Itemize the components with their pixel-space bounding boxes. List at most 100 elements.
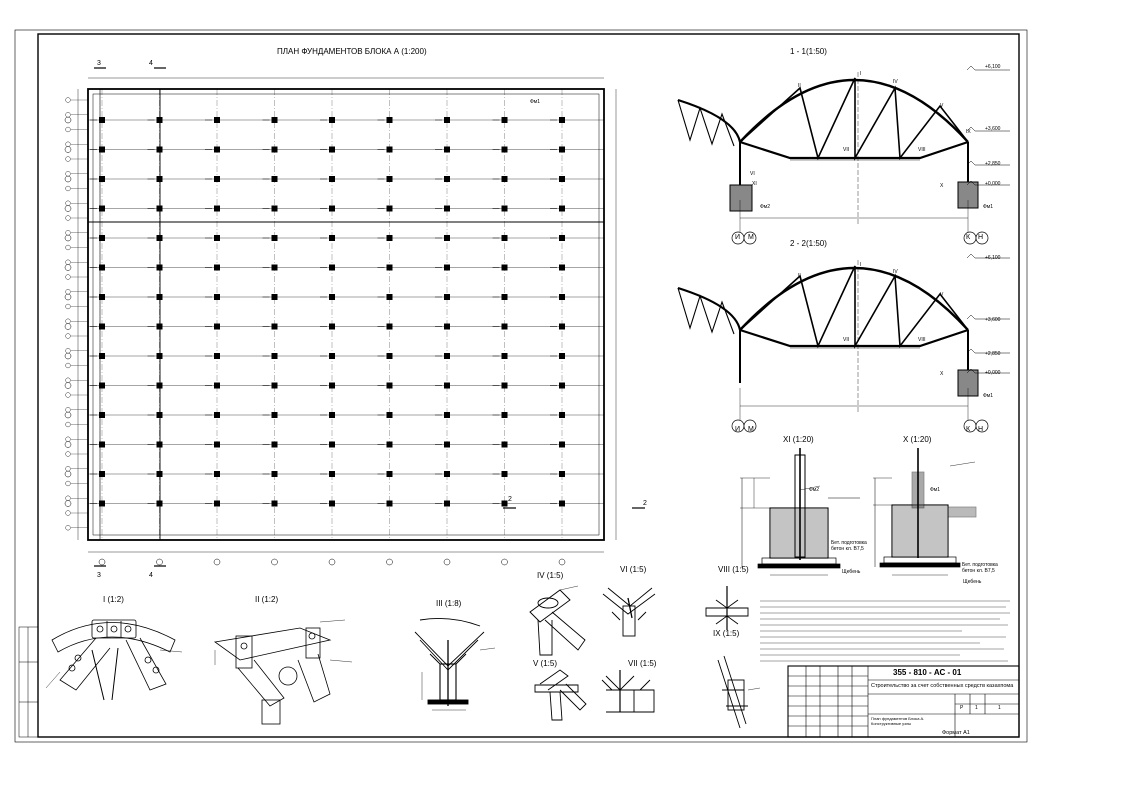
plan-foundation-pad xyxy=(501,441,508,448)
plan-axis-row-marker xyxy=(64,264,72,271)
plan-axis-sub-marker xyxy=(65,274,71,280)
plan-foundation-pad xyxy=(559,264,565,271)
plan-foundation-pad xyxy=(329,205,335,212)
section-axis-bubble xyxy=(743,419,757,433)
plan-foundation-pad xyxy=(271,235,278,241)
sec2-axis-m: М xyxy=(748,426,754,433)
plan-foundation-pad xyxy=(329,117,335,123)
plan-foundation-pad xyxy=(214,471,220,477)
plan-foundation-pad xyxy=(329,382,335,389)
plan-foundation-pad xyxy=(214,117,220,123)
detail-v-title: V (1:5) xyxy=(533,659,558,668)
plan-axis-row-marker xyxy=(64,441,72,448)
plan-foundation-pad xyxy=(501,500,508,507)
plan-foundation-pad xyxy=(559,176,565,182)
plan-foundation-pad xyxy=(99,353,105,359)
plan-axis-sub-marker xyxy=(65,244,71,251)
title-block xyxy=(787,665,1020,738)
plan-foundation-pad xyxy=(271,205,278,212)
plan-axis-row-marker xyxy=(64,470,72,478)
plan-foundation-pad xyxy=(99,412,105,418)
detail-ii-drawing xyxy=(213,619,353,725)
plan-foundation-pad xyxy=(444,471,450,477)
plan-axis-row-marker xyxy=(64,382,72,389)
sec2-label-x: X xyxy=(940,371,944,377)
sec2-level-6100: +6,100 xyxy=(985,255,1001,261)
truss-bottom-chord xyxy=(739,328,969,348)
plan-foundation-pad xyxy=(271,471,278,477)
plan-foundation-pad xyxy=(99,471,105,477)
detail-iv-title: IV (1:5) xyxy=(537,571,564,580)
plan-foundation-pad xyxy=(329,412,335,418)
plan-foundation-pad xyxy=(156,353,163,359)
plan-foundation-pad xyxy=(444,412,450,418)
plan-axis-row-marker xyxy=(64,116,72,124)
plan-axis-sub-marker xyxy=(65,126,71,133)
plan-foundation-pad xyxy=(559,117,565,123)
plan-foundation-pad xyxy=(271,117,278,123)
plan-foundation-pad xyxy=(271,353,278,359)
sec1-label-viii: VIII xyxy=(918,147,926,153)
plan-foundation-pad xyxy=(444,264,450,271)
plan-foundation-pad xyxy=(214,176,220,182)
detail-x xyxy=(873,448,977,576)
sec1-label-vii: VII xyxy=(843,147,850,153)
cut-mark-3-top: 3 xyxy=(97,60,101,67)
section-axis-bubble xyxy=(743,231,757,245)
cut-mark-4-bottom: 4 xyxy=(149,572,153,579)
notes-block xyxy=(760,600,1010,662)
plan-foundation-pad xyxy=(271,294,278,300)
level-mark xyxy=(966,126,1010,132)
plan-foundation-pad xyxy=(501,146,508,153)
plan-foundation-pad xyxy=(156,117,163,123)
sec2-label-iv: IV xyxy=(893,269,898,275)
plan-foundation-pad xyxy=(214,235,220,241)
plan-foundation-pad xyxy=(329,500,335,507)
plan-foundation-pad xyxy=(559,205,565,212)
truss-left-web xyxy=(677,99,735,147)
sec2-label-viii: VIII xyxy=(918,337,926,343)
plan-axis-sub-marker xyxy=(65,200,71,206)
plan-axis-col-marker xyxy=(213,558,221,566)
plan-axis-sub-marker xyxy=(65,171,71,177)
plan-outline xyxy=(87,88,605,541)
sec1-level-0000: +0,000 xyxy=(985,181,1001,187)
plan-foundation-pad xyxy=(444,176,450,182)
title-block-code: 355 - 810 - АС - 01 xyxy=(893,668,962,677)
plan-foundation-pad xyxy=(386,500,393,507)
detail-ix-drawing xyxy=(705,586,749,630)
plan-foundation-pad xyxy=(214,353,220,359)
plan-foundation-pad xyxy=(444,323,450,330)
plan-inner-outline xyxy=(92,93,600,536)
plan-foundation-pad xyxy=(386,471,393,477)
section-axis-bubble xyxy=(975,231,989,245)
plan-foundation-pad xyxy=(559,471,565,477)
title-block-project: Строительство за счет собственных средст… xyxy=(871,683,1014,689)
plan-foundation-pad xyxy=(329,471,335,477)
plan-foundation-pad xyxy=(386,117,393,123)
plan-axis-col-marker xyxy=(98,558,106,566)
sec1-axis-m: М xyxy=(748,234,754,241)
foundation-plan xyxy=(64,67,645,567)
plan-axis-col-marker xyxy=(443,558,451,566)
plan-axis-sub-marker xyxy=(65,436,71,442)
sec1-label-fm2: Фм2 xyxy=(760,204,771,210)
plan-foundation-pad xyxy=(99,264,105,271)
plan-foundation-pad xyxy=(501,235,508,241)
sec2-axis-i: И xyxy=(735,426,741,433)
plan-foundation-pad xyxy=(501,205,508,212)
plan-foundation-pad xyxy=(559,323,565,330)
plan-axis-row-marker xyxy=(64,500,72,507)
detail-iii-drawing xyxy=(414,618,496,711)
truss-left-web xyxy=(677,287,735,335)
plan-axis-sub-marker xyxy=(65,451,71,457)
sec1-label-ii: II xyxy=(798,83,801,89)
sec1-axis-n: Н xyxy=(978,234,984,241)
plan-foundation-pad xyxy=(156,412,163,418)
section-1-title: 1 - 1(1:50) xyxy=(790,47,827,56)
plan-title: ПЛАН ФУНДАМЕНТОВ БЛОКА А (1:200) xyxy=(277,47,427,56)
plan-foundation-pad xyxy=(329,441,335,448)
level-mark xyxy=(966,314,1010,320)
plan-foundation-pad xyxy=(99,323,105,330)
